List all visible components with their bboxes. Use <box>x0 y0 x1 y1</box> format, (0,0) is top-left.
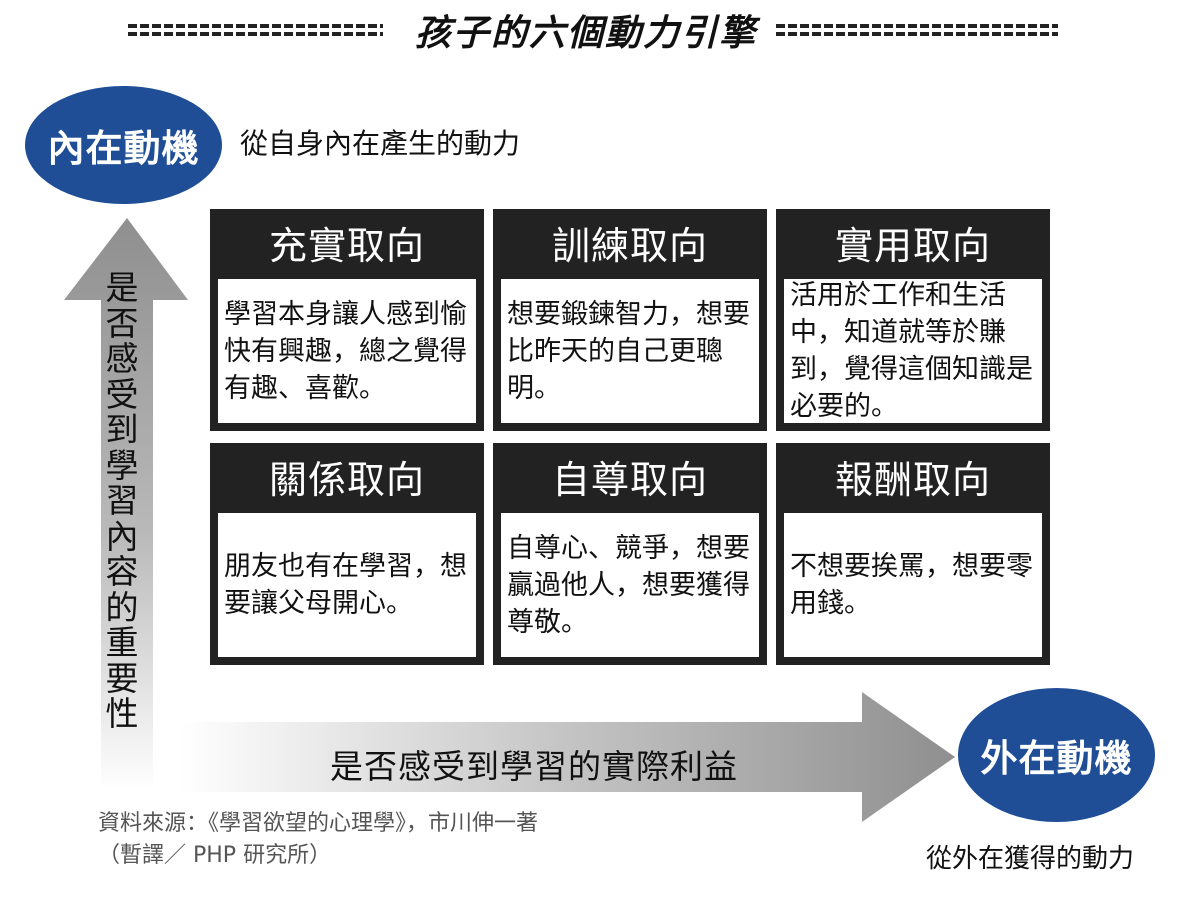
intrinsic-motivation-label: 內在動機 <box>47 127 200 170</box>
cell-body: 朋友也有在學習，想要讓父母開心。 <box>218 513 476 657</box>
cell-reward: 報酬取向 不想要挨罵，想要零用錢。 <box>776 443 1050 665</box>
cell-body: 學習本身讓人感到愉快有興趣，總之覺得有趣、喜歡。 <box>218 279 476 423</box>
horizontal-axis-label: 是否感受到學習的實際利益 <box>330 747 738 786</box>
page-title: 孩子的六個動力引擎 <box>414 13 757 54</box>
cell-title: 訓練取向 <box>551 224 708 268</box>
cell-training: 訓練取向 想要鍛鍊智力，想要比昨天的自己更聰明。 <box>493 209 767 431</box>
cell-body: 想要鍛鍊智力，想要比昨天的自己更聰明。 <box>501 279 759 423</box>
cell-title: 自尊取向 <box>551 458 708 502</box>
vertical-arrow <box>64 218 188 790</box>
title-dashes-right <box>776 24 1058 44</box>
extrinsic-motivation-label: 外在動機 <box>980 737 1133 780</box>
cell-self-esteem: 自尊取向 自尊心、競爭，想要贏過他人，想要獲得尊敬。 <box>493 443 767 665</box>
horizontal-arrow <box>180 692 955 822</box>
cell-body: 活用於工作和生活中，知道就等於賺到，覺得這個知識是必要的。 <box>784 279 1042 423</box>
cell-fulfillment: 充實取向 學習本身讓人感到愉快有興趣，總之覺得有趣、喜歡。 <box>210 209 484 431</box>
title-row: 孩子的六個動力引擎 <box>128 14 1058 54</box>
cell-title: 充實取向 <box>268 224 425 268</box>
intrinsic-description: 從自身內在產生的動力 <box>240 127 521 160</box>
cell-body: 自尊心、競爭，想要贏過他人，想要獲得尊敬。 <box>501 513 759 657</box>
title-dashes-left <box>128 24 383 44</box>
extrinsic-description: 從外在獲得的動力 <box>926 844 1135 874</box>
source-line-2: （暫譯／ PHP 研究所） <box>98 843 332 868</box>
source-line-1: 資料來源：《學習欲望的心理學》，市川伸一著 <box>98 811 539 836</box>
vertical-axis-label: 是否感受到學習內容的重要性 <box>105 268 139 733</box>
cell-title: 關係取向 <box>268 458 425 502</box>
cell-title: 實用取向 <box>834 224 991 268</box>
cell-title: 報酬取向 <box>834 458 991 502</box>
intrinsic-motivation-ellipse: 內在動機 <box>25 86 222 204</box>
cell-body: 不想要挨罵，想要零用錢。 <box>784 513 1042 657</box>
cell-practical: 實用取向 活用於工作和生活中，知道就等於賺到，覺得這個知識是必要的。 <box>776 209 1050 431</box>
extrinsic-motivation-ellipse: 外在動機 <box>958 688 1155 822</box>
source-note: 資料來源：《學習欲望的心理學》，市川伸一著 （暫譯／ PHP 研究所） <box>98 808 538 872</box>
cell-relationship: 關係取向 朋友也有在學習，想要讓父母開心。 <box>210 443 484 665</box>
